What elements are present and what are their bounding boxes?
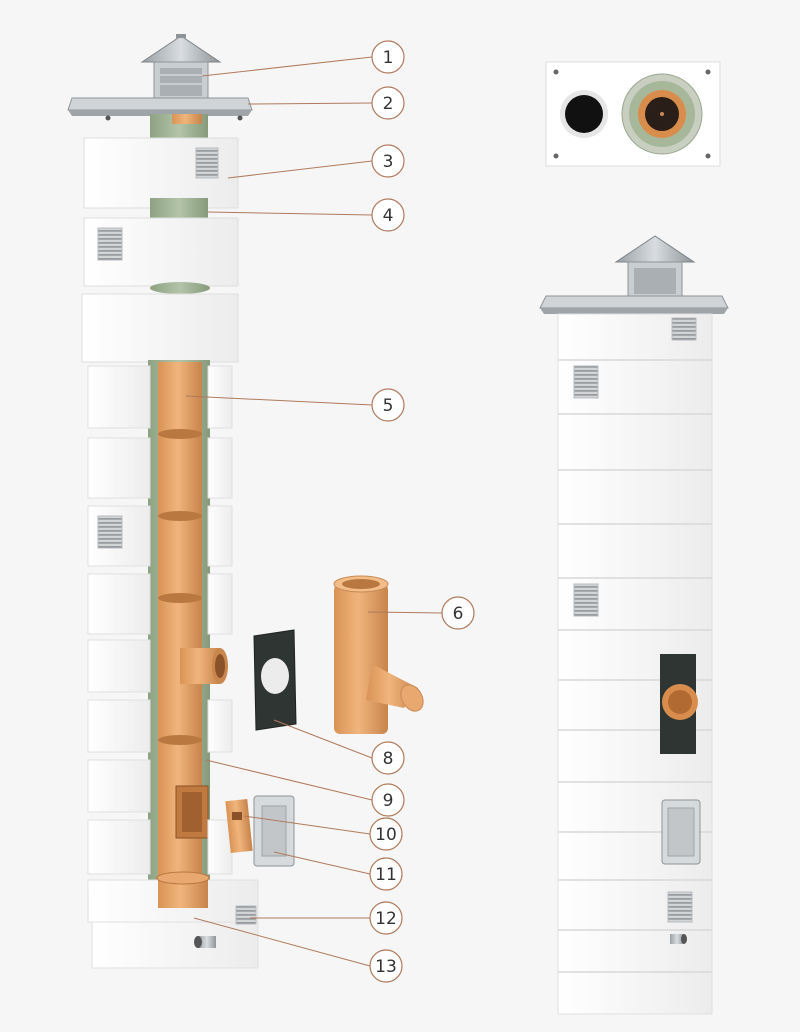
callout-11: 11 bbox=[273, 851, 403, 891]
exploded-chimney bbox=[67, 34, 259, 969]
callout-2: 2 bbox=[247, 86, 405, 120]
cleanout-door bbox=[253, 795, 295, 867]
chimney-block-middle bbox=[83, 217, 239, 294]
cutaway-shaft bbox=[148, 360, 228, 880]
callout-number: 3 bbox=[383, 152, 394, 172]
connection-plate bbox=[253, 629, 297, 731]
callout-12: 12 bbox=[250, 901, 403, 935]
callout-number: 2 bbox=[383, 94, 394, 114]
callout-4: 4 bbox=[207, 198, 405, 232]
vent-grille bbox=[195, 147, 219, 179]
callout-number: 4 bbox=[383, 206, 394, 226]
cover-plate bbox=[67, 97, 253, 121]
callout-number: 1 bbox=[383, 48, 394, 68]
callout-13: 13 bbox=[193, 917, 403, 983]
vent-grille bbox=[97, 227, 123, 261]
chimney-block-upper bbox=[83, 137, 239, 209]
ventilation-channel bbox=[565, 95, 603, 133]
inspection-tee-pipe bbox=[225, 798, 253, 854]
callouts: 1 2 3 4 5 6 8 bbox=[185, 40, 475, 983]
callout-number: 8 bbox=[383, 749, 394, 769]
chimney-block-lower bbox=[81, 293, 239, 363]
callout-number: 9 bbox=[383, 791, 394, 811]
callout-8: 8 bbox=[273, 719, 405, 775]
callout-number: 12 bbox=[375, 909, 397, 929]
callout-number: 13 bbox=[375, 957, 397, 977]
callout-6: 6 bbox=[367, 596, 475, 630]
callout-9: 9 bbox=[205, 759, 405, 817]
chimney-cross-section bbox=[545, 61, 721, 167]
callout-number: 6 bbox=[453, 604, 464, 624]
callout-number: 11 bbox=[375, 865, 397, 885]
callout-1: 1 bbox=[201, 40, 405, 77]
callout-number: 10 bbox=[375, 825, 397, 845]
assembled-chimney bbox=[539, 235, 729, 1015]
wall-blocks bbox=[87, 365, 233, 875]
callout-number: 5 bbox=[383, 396, 394, 416]
chimney-cap bbox=[140, 34, 222, 101]
callout-3: 3 bbox=[227, 144, 405, 179]
connection-tee-pipe bbox=[333, 575, 424, 734]
callout-5: 5 bbox=[185, 388, 405, 422]
base-block bbox=[87, 871, 259, 969]
callout-10: 10 bbox=[243, 815, 403, 851]
